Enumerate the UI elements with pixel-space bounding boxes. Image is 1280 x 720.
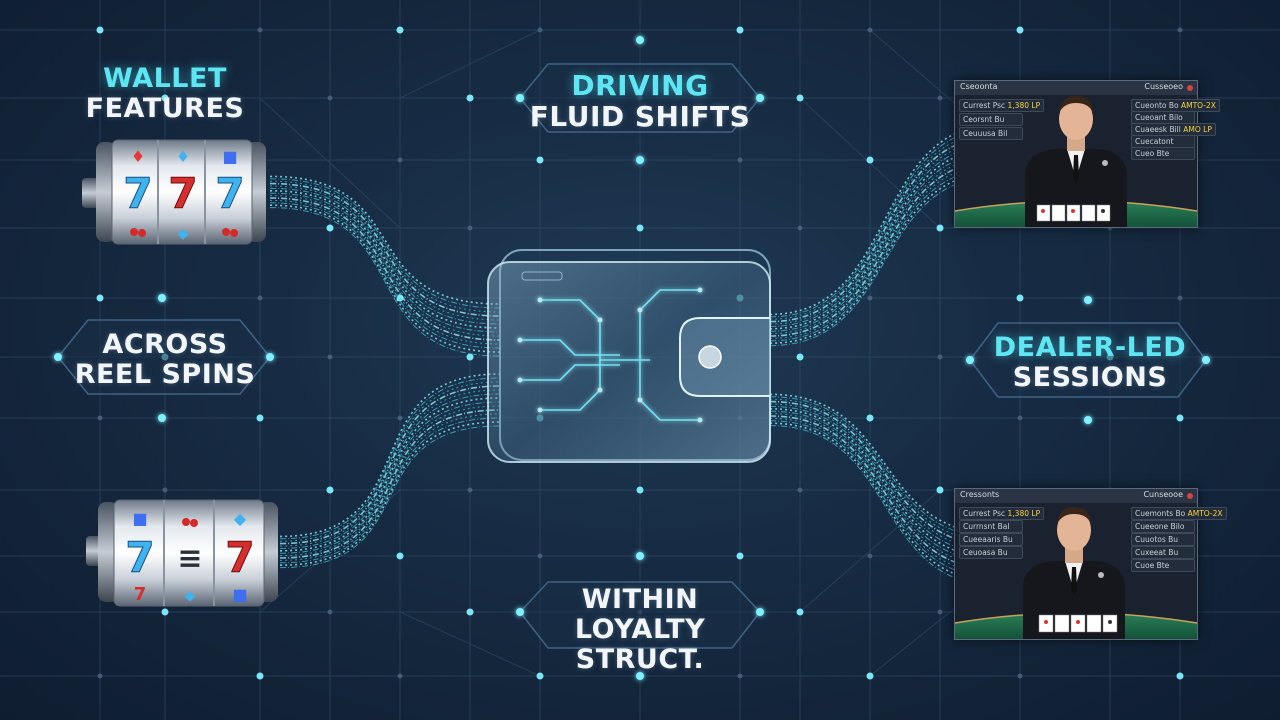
- reel-symbol-top-3: ■: [222, 147, 237, 166]
- caption-across-reel-spins: ACROSS REEL SPINS: [40, 329, 290, 391]
- caption-driving-line2: FLUID SHIFTS: [529, 100, 751, 134]
- reel-seven-bot-1: 7: [125, 533, 154, 582]
- slot-reel-bottom: ■ ◆ 7 ≡ 7 7 ◆ ■: [86, 499, 278, 607]
- reel-seven-top-1: 7: [123, 169, 152, 218]
- caption-within-line1: WITHIN: [581, 584, 699, 615]
- hexagon-cap-nodes: [54, 36, 1210, 680]
- dealer-panel-bottom: Cressonts Cunseooe: [954, 488, 1227, 640]
- close-icon[interactable]: [1187, 85, 1193, 91]
- panel-bot-left-row-4: Ceuoasa Bu: [959, 546, 1023, 559]
- grid-nodes: [96, 26, 1184, 680]
- caption-across-line2: REEL SPINS: [74, 359, 256, 391]
- cherry-icon-bottom: [182, 518, 198, 527]
- dealer-panel-top-right-title: Cusseoeo: [1144, 82, 1183, 91]
- panel-bot-right-row-4: Cuxeeat Bu: [1131, 546, 1195, 559]
- panel-bot-right-row-3: Cuuotos Bu: [1131, 533, 1195, 546]
- caption-within-line3: STRUCT.: [575, 644, 705, 676]
- dealer-panel-top-header: Cseoonta Cusseoeo: [955, 81, 1197, 96]
- panel-top-left-row-2: Ceorsnt Bu: [959, 113, 1023, 126]
- dealer-panel-top: Cseoonta Cusseoeo: [954, 80, 1220, 228]
- slot-reel-top: ♦ ♦ ■ 7 7 7 ◆: [82, 139, 266, 245]
- reel-symbol-bot-3: ◆: [234, 509, 247, 528]
- reel-symbol-top-1: ♦: [131, 147, 145, 166]
- digital-wallet: [487, 249, 771, 463]
- reel-seven-top-3: 7: [215, 169, 244, 218]
- panel-top-right-row-1: Cueonto Bo AMTO-2X: [1131, 99, 1220, 112]
- caption-wallet-line2: FEATURES: [85, 93, 245, 125]
- caption-across-line1: ACROSS: [102, 329, 228, 360]
- hexagon-frames: [57, 63, 1207, 649]
- reel-seven-top-2: 7: [168, 169, 197, 218]
- caption-within-loyalty: WITHIN LOYALTY STRUCT.: [500, 584, 780, 676]
- reel-symbol-top-2: ♦: [176, 147, 190, 166]
- caption-dealer-line2: SESSIONS: [1012, 362, 1168, 394]
- caption-dealer-led-sessions: DEALER-LED SESSIONS: [960, 332, 1220, 394]
- reel-symbol-bot-5: ◆: [185, 588, 196, 604]
- panel-bot-right-row-5: Cuoe Bte: [1131, 559, 1195, 572]
- panel-top-left-row-3: Ceuuusa Bil: [959, 127, 1023, 140]
- caption-dealer-line1: DEALER-LED: [993, 332, 1187, 363]
- caption-driving-line1: DRIVING: [571, 69, 709, 102]
- reel-symbol-bot-6: ■: [232, 585, 247, 604]
- reel-symbol-bot-4: 7: [134, 584, 147, 605]
- dealer-panel-bottom-header: Cressonts Cunseooe: [955, 489, 1197, 504]
- panel-top-right-row-5: Cueo Bte: [1131, 147, 1195, 160]
- panel-bot-left-row-3: Cueeaaris Bu: [959, 533, 1023, 546]
- panel-top-left-row-1: Currest Psc 1,380 LP: [959, 99, 1045, 112]
- panel-bot-right-row-1: Cuemonts Bo AMTO-2X: [1131, 507, 1227, 520]
- playing-cards-bottom: [1038, 614, 1118, 633]
- reel-seven-bot-3: 7: [225, 533, 254, 582]
- dealer-panel-bottom-title: Cressonts: [960, 490, 1000, 499]
- close-icon[interactable]: [1187, 493, 1193, 499]
- panel-bot-right-row-2: Cueeone Bilo: [1131, 520, 1195, 533]
- reel-bar-bot-2: ≡: [177, 541, 202, 576]
- panel-bot-left-row-2: Currnsnt Bal: [959, 520, 1023, 533]
- panel-bot-left-row-1: Currest Psc 1,380 LP: [959, 507, 1045, 520]
- cherry-icon: [130, 228, 238, 237]
- dealer-scene-top: [954, 95, 1198, 227]
- dealer-panel-top-title: Cseoonta: [960, 82, 998, 91]
- reel-symbol-top-5: ◆: [178, 226, 189, 242]
- caption-within-line2: LOYALTY: [574, 614, 706, 646]
- reel-symbol-bot-1: ■: [132, 509, 147, 528]
- caption-wallet-features: WALLET FEATURES: [40, 63, 290, 125]
- dealer-panel-bottom-right-title: Cunseooe: [1143, 490, 1183, 499]
- wallet-clasp-button: [698, 345, 722, 369]
- caption-wallet-line1: WALLET: [103, 63, 227, 94]
- caption-driving-fluid-shifts: DRIVING FLUID SHIFTS: [500, 70, 780, 133]
- playing-cards: [1036, 204, 1111, 222]
